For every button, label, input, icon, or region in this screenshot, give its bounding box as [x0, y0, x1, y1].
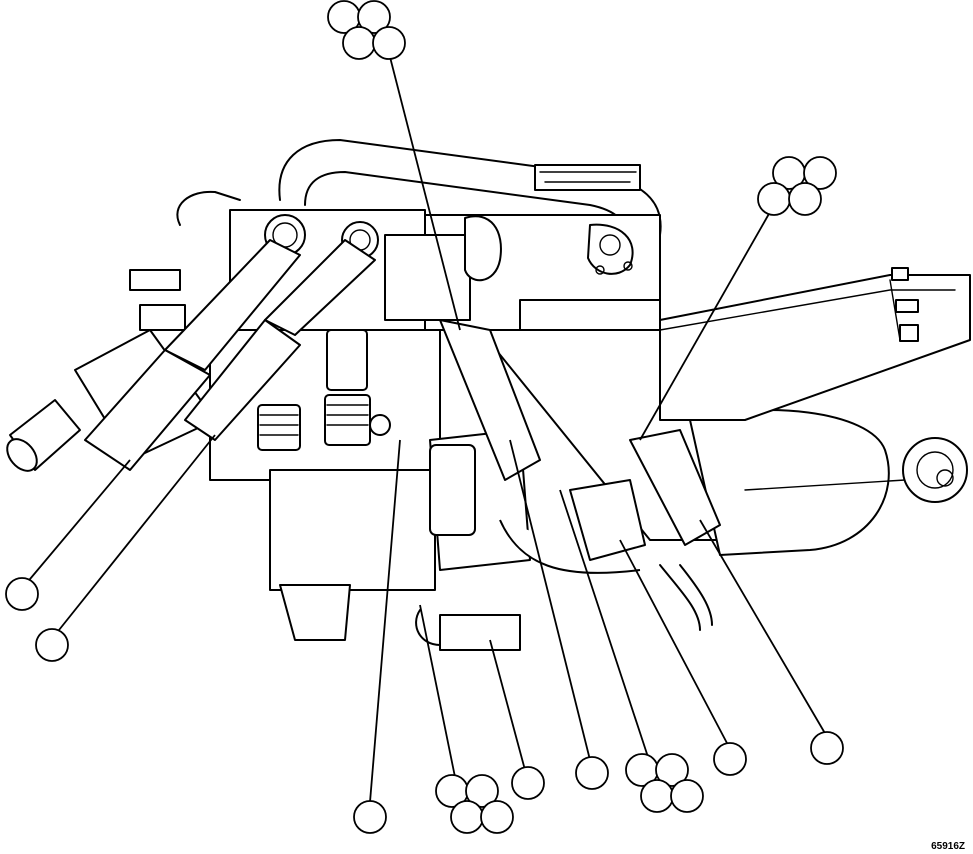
hoses: [84, 239, 721, 651]
callout-left-lower-1: [5, 577, 39, 611]
callout-bottom-single-3: [713, 742, 747, 776]
callout-bottom-single-2: [575, 756, 609, 790]
callout-bottom-center-single: [353, 800, 387, 834]
filter-canisters: [257, 329, 476, 536]
callout-bottom-center-group: [435, 774, 514, 834]
callout-right-single: [810, 731, 844, 765]
callout-right-upper-group: [757, 156, 837, 216]
callout-leaders: [24, 56, 827, 803]
mounting-bracket: [659, 267, 971, 503]
callout-top-center-group: [327, 0, 406, 60]
callout-left-lower-2: [35, 628, 69, 662]
figure-id-label: 65916Z: [931, 841, 965, 852]
callout-bottom-single-1: [511, 766, 545, 800]
callout-bottom-right-group: [625, 753, 704, 813]
